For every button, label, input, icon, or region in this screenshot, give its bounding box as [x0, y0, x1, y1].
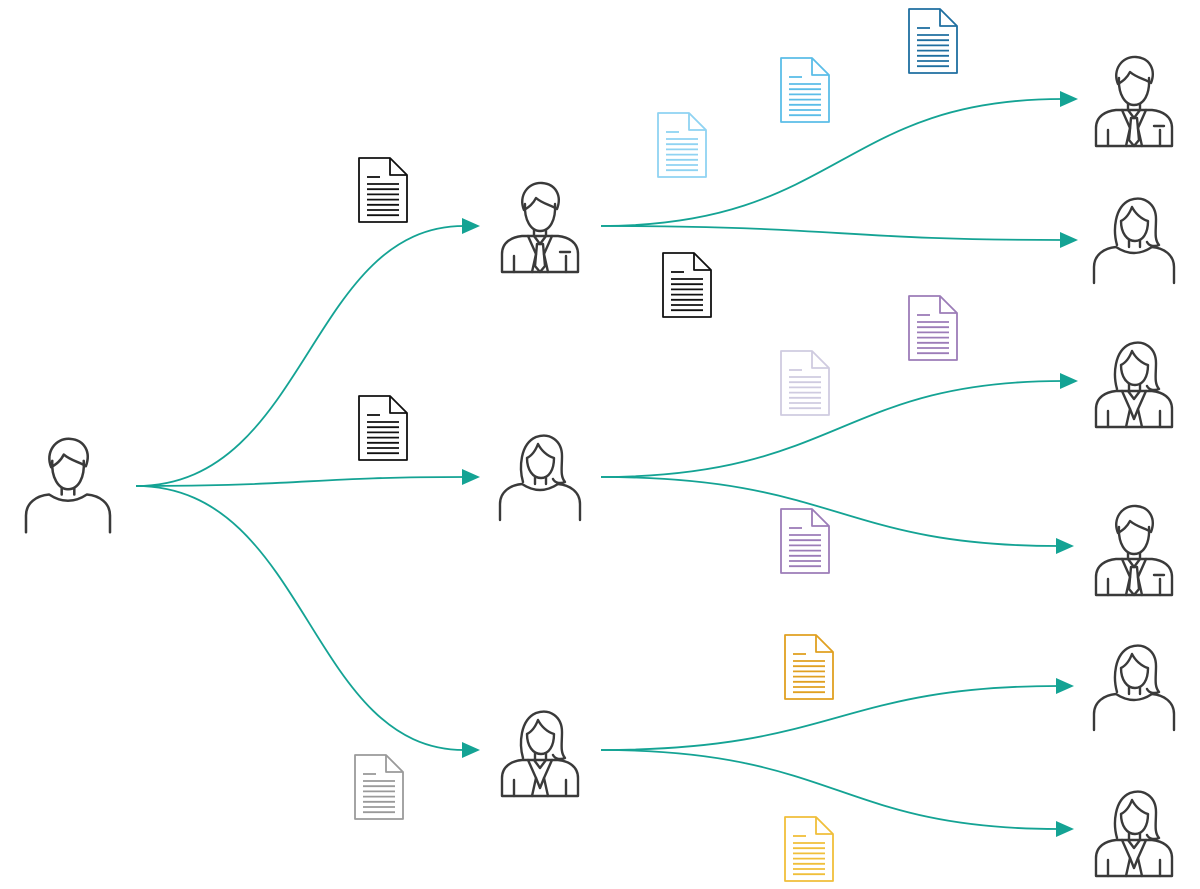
document-icon	[908, 8, 958, 74]
document-icon	[780, 57, 830, 123]
torso-outline	[1094, 108, 1174, 148]
person-mid-1-man-suit-icon	[500, 181, 580, 274]
tie-outline	[533, 242, 547, 274]
hair-outline	[1113, 197, 1161, 248]
connection-curve	[600, 685, 1059, 751]
hair-outline	[1113, 341, 1161, 392]
person-leaf-1-man-suit-icon	[1094, 55, 1174, 148]
face-outline	[1119, 349, 1150, 387]
person-leaf-4-man-suit-icon	[1094, 504, 1174, 597]
connection-mid-2-to-leaf-3	[600, 373, 1078, 478]
arrow-head-icon	[462, 742, 480, 758]
arrow-head-icon	[462, 469, 480, 485]
document-icon	[354, 754, 404, 820]
connection-curve	[135, 485, 465, 751]
hair-outline	[519, 434, 567, 485]
hair-outline	[1115, 504, 1154, 535]
torso-outline	[24, 493, 112, 534]
arrow-head-icon	[1056, 538, 1074, 554]
connection-mid-3-to-leaf-6	[600, 749, 1074, 837]
arrow-head-icon	[1060, 232, 1078, 248]
connection-curve	[135, 476, 465, 487]
face-outline	[1117, 76, 1151, 107]
tie-outline	[1127, 116, 1141, 148]
connection-curve	[600, 476, 1059, 547]
torso-outline	[1094, 557, 1174, 597]
person-leaf-5-woman-casual-icon	[1092, 644, 1176, 732]
document-icon	[784, 816, 834, 882]
connection-curve	[600, 380, 1063, 478]
person-mid-2-woman-casual-icon	[498, 434, 582, 522]
hair-outline	[519, 710, 567, 761]
document-icon	[657, 112, 707, 178]
person-source-man-casual-icon	[24, 437, 112, 534]
connection-mid-2-to-leaf-4	[600, 476, 1074, 554]
person-leaf-2-woman-casual-icon	[1092, 197, 1176, 285]
person-leaf-6-woman-suit-icon	[1094, 790, 1174, 878]
torso-outline	[498, 482, 582, 522]
torso-outline	[500, 234, 580, 274]
face-outline	[50, 459, 86, 491]
documents	[354, 8, 958, 882]
people	[24, 55, 1176, 878]
person-mid-3-woman-suit-icon	[500, 710, 580, 798]
document-icon	[358, 395, 408, 461]
face-outline	[525, 442, 556, 480]
arrow-head-icon	[462, 218, 480, 234]
connection-source-to-mid-1	[135, 218, 480, 487]
connection-lines	[135, 91, 1078, 837]
torso-outline	[500, 758, 580, 798]
document-icon	[780, 350, 830, 416]
connection-curve	[600, 98, 1063, 227]
hair-outline	[1113, 644, 1161, 695]
face-outline	[523, 202, 557, 233]
document-icon	[780, 508, 830, 574]
face-outline	[525, 718, 556, 756]
face-outline	[1119, 205, 1150, 243]
arrow-head-icon	[1060, 373, 1078, 389]
document-icon	[358, 157, 408, 223]
person-leaf-3-woman-suit-icon	[1094, 341, 1174, 429]
torso-outline	[1092, 692, 1176, 732]
face-outline	[1119, 798, 1150, 836]
connection-curve	[600, 225, 1063, 241]
hair-outline	[48, 437, 89, 469]
connection-mid-1-to-leaf-1	[600, 91, 1078, 227]
arrow-head-icon	[1060, 91, 1078, 107]
connection-curve	[135, 225, 465, 487]
connection-mid-3-to-leaf-5	[600, 678, 1074, 751]
document-icon	[908, 295, 958, 361]
torso-outline	[1094, 838, 1174, 878]
torso-outline	[1092, 245, 1176, 285]
hair-outline	[1115, 55, 1154, 86]
connection-mid-1-to-leaf-2	[600, 225, 1078, 248]
face-outline	[1119, 652, 1150, 690]
document-icon	[784, 634, 834, 700]
arrow-head-icon	[1056, 678, 1074, 694]
tie-outline	[1127, 565, 1141, 597]
hair-outline	[521, 181, 560, 212]
connection-source-to-mid-3	[135, 485, 480, 758]
connection-source-to-mid-2	[135, 469, 480, 487]
torso-outline	[1094, 389, 1174, 429]
connection-curve	[600, 749, 1059, 830]
face-outline	[1117, 525, 1151, 556]
arrow-head-icon	[1056, 821, 1074, 837]
document-icon	[662, 252, 712, 318]
hair-outline	[1113, 790, 1161, 841]
